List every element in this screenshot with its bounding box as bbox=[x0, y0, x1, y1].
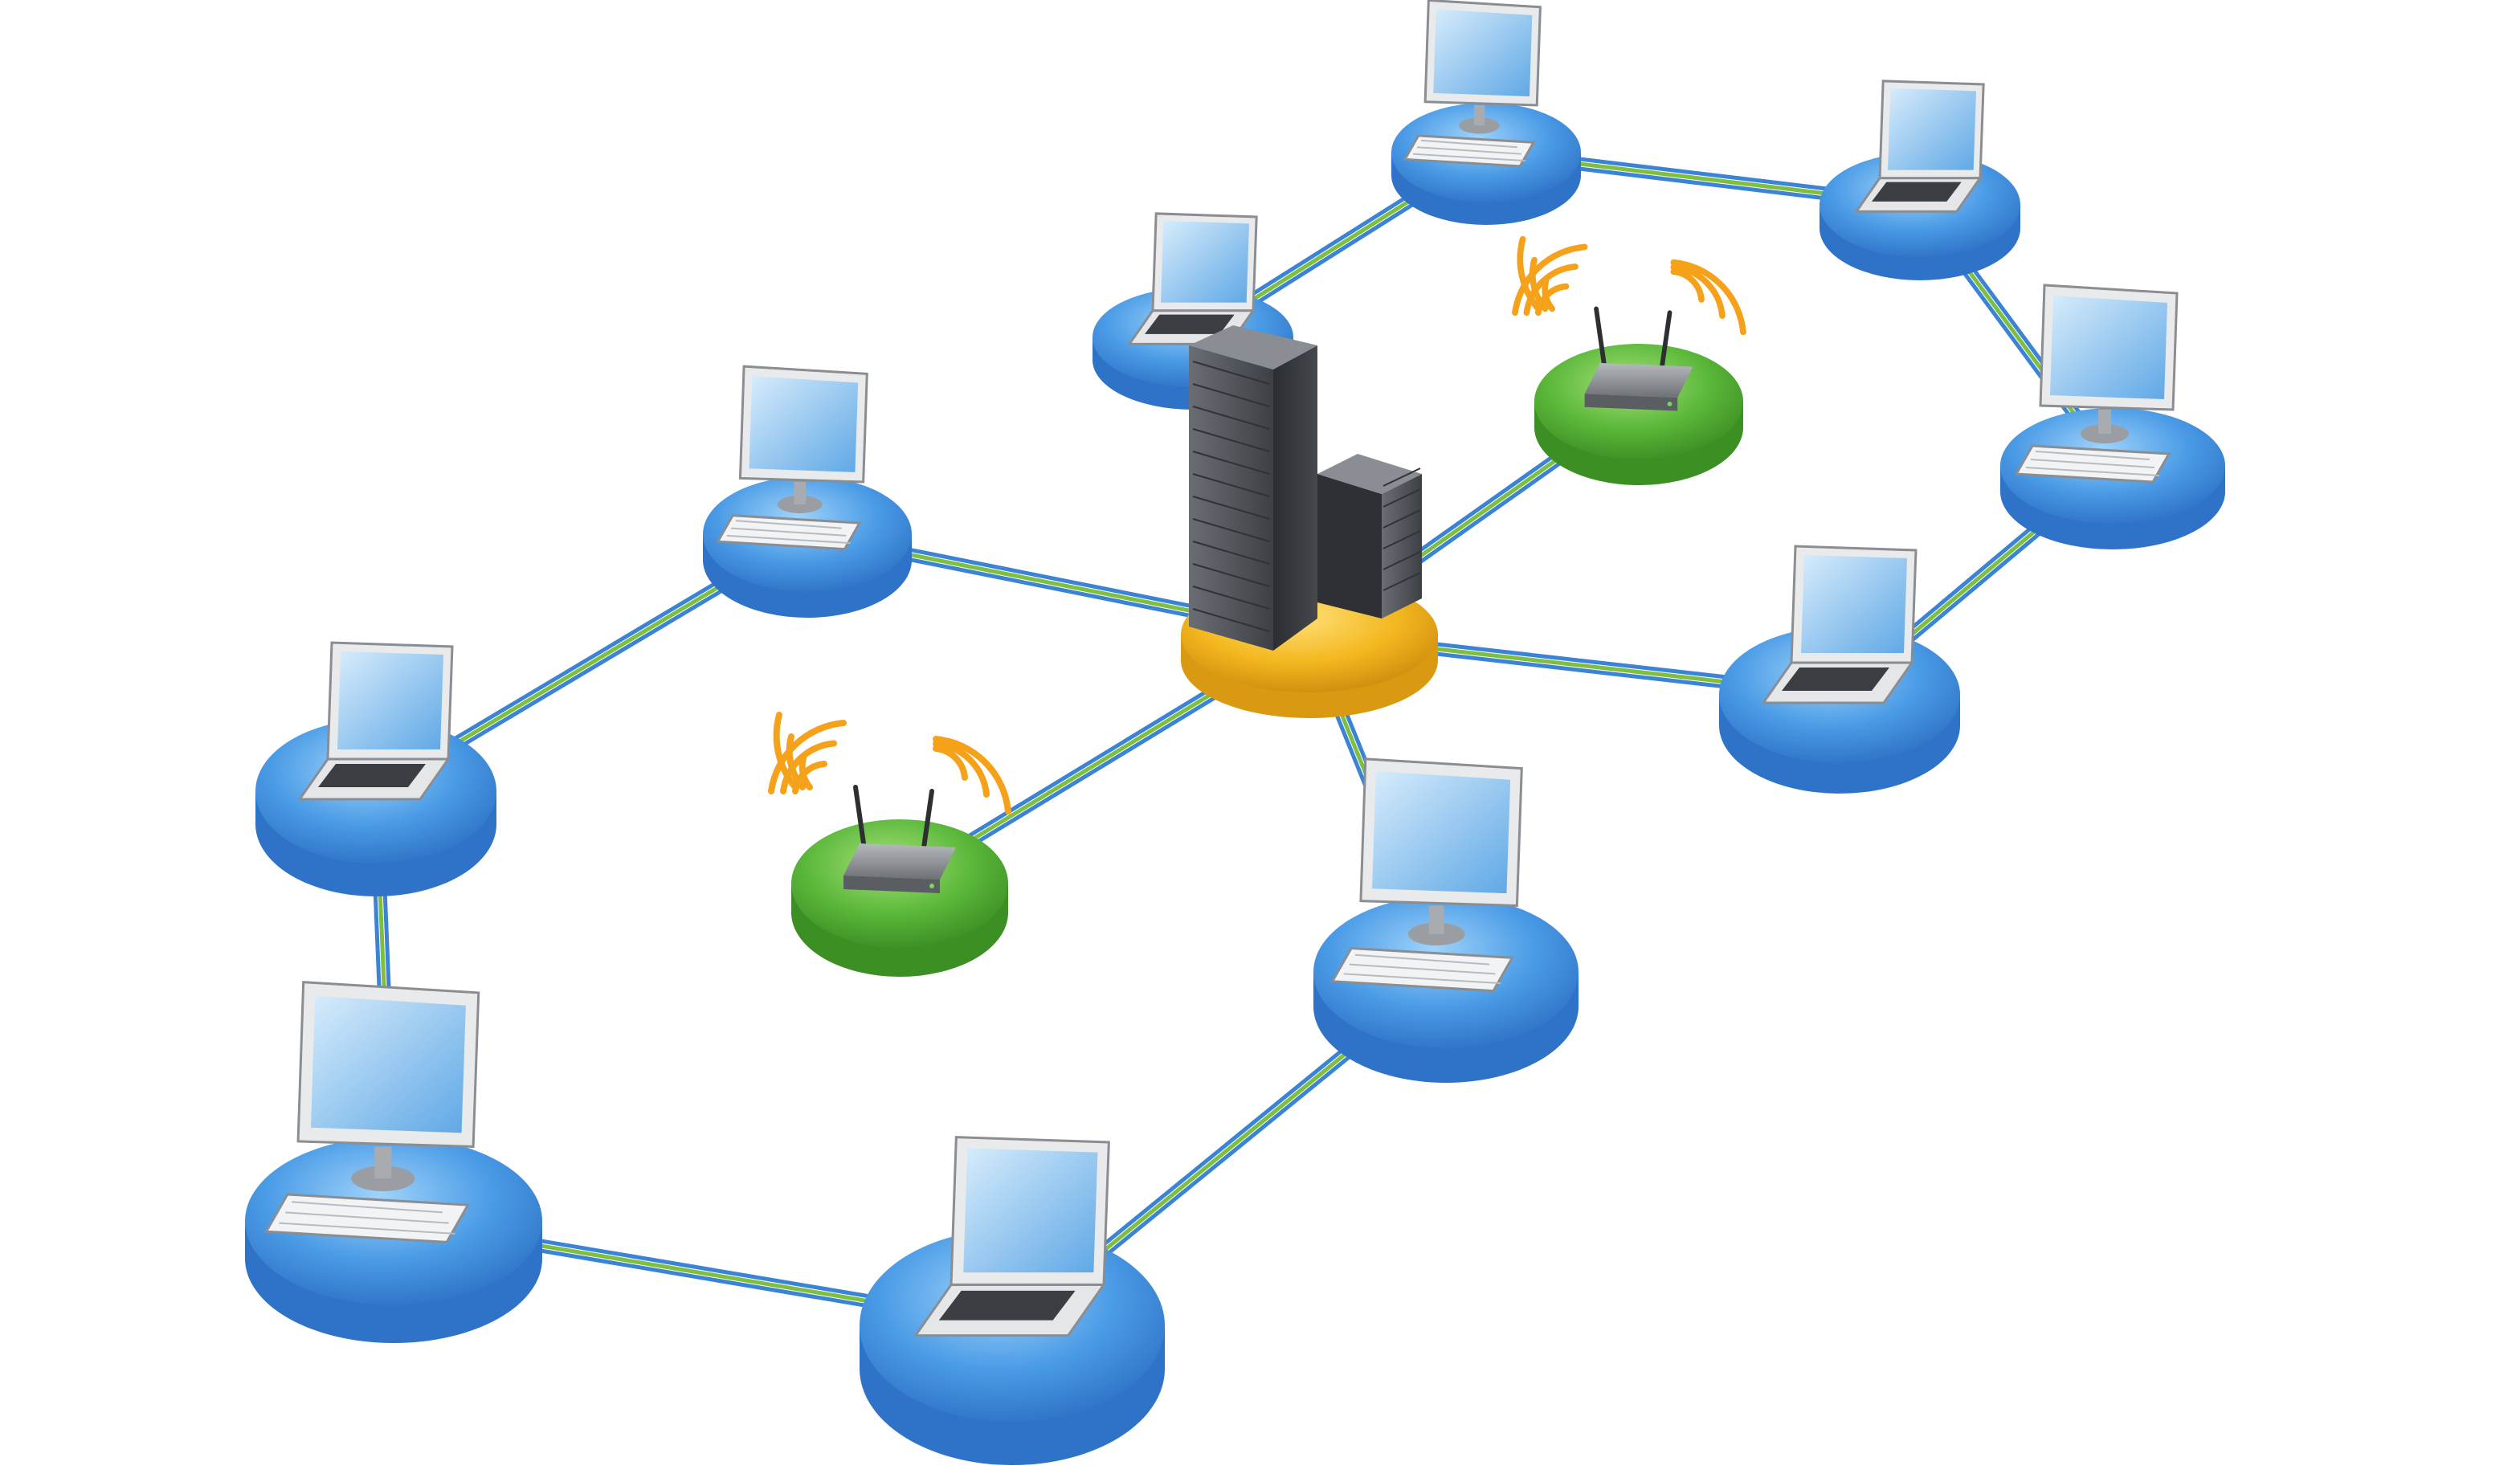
laptop-icon bbox=[1126, 212, 1258, 345]
nodes-layer bbox=[245, 0, 2225, 1465]
desktop-computer-icon bbox=[263, 981, 480, 1243]
desktop-computer-icon bbox=[1403, 0, 1542, 168]
node-server bbox=[1181, 325, 1438, 718]
wifi-router-icon bbox=[768, 712, 1011, 893]
desktop-computer-icon bbox=[2014, 284, 2179, 484]
node-laptop-mid-right bbox=[1719, 545, 1960, 794]
node-pc-bottom-left bbox=[245, 981, 542, 1343]
wifi-router-icon bbox=[1512, 235, 1746, 411]
node-pc-lower-center bbox=[1313, 757, 1579, 1083]
desktop-computer-icon bbox=[1330, 757, 1523, 993]
node-laptop-top-right bbox=[1820, 80, 2020, 280]
node-pc-top-center bbox=[1391, 0, 1581, 225]
laptop-icon bbox=[297, 641, 454, 801]
node-laptop-bottom bbox=[860, 1136, 1165, 1465]
server-rack-icon bbox=[1189, 325, 1422, 651]
wifi-signal-icon bbox=[1512, 235, 1746, 336]
laptop-icon bbox=[1761, 545, 1918, 704]
laptop-icon bbox=[913, 1136, 1110, 1337]
node-pc-upper-left bbox=[703, 365, 912, 618]
laptop-icon bbox=[1853, 80, 1985, 213]
wifi-signal-icon bbox=[768, 712, 1011, 814]
node-laptop-left bbox=[255, 641, 496, 896]
node-router-left bbox=[768, 712, 1011, 977]
node-pc-right bbox=[2000, 284, 2225, 549]
desktop-computer-icon bbox=[716, 365, 868, 551]
node-router-top bbox=[1512, 235, 1746, 485]
